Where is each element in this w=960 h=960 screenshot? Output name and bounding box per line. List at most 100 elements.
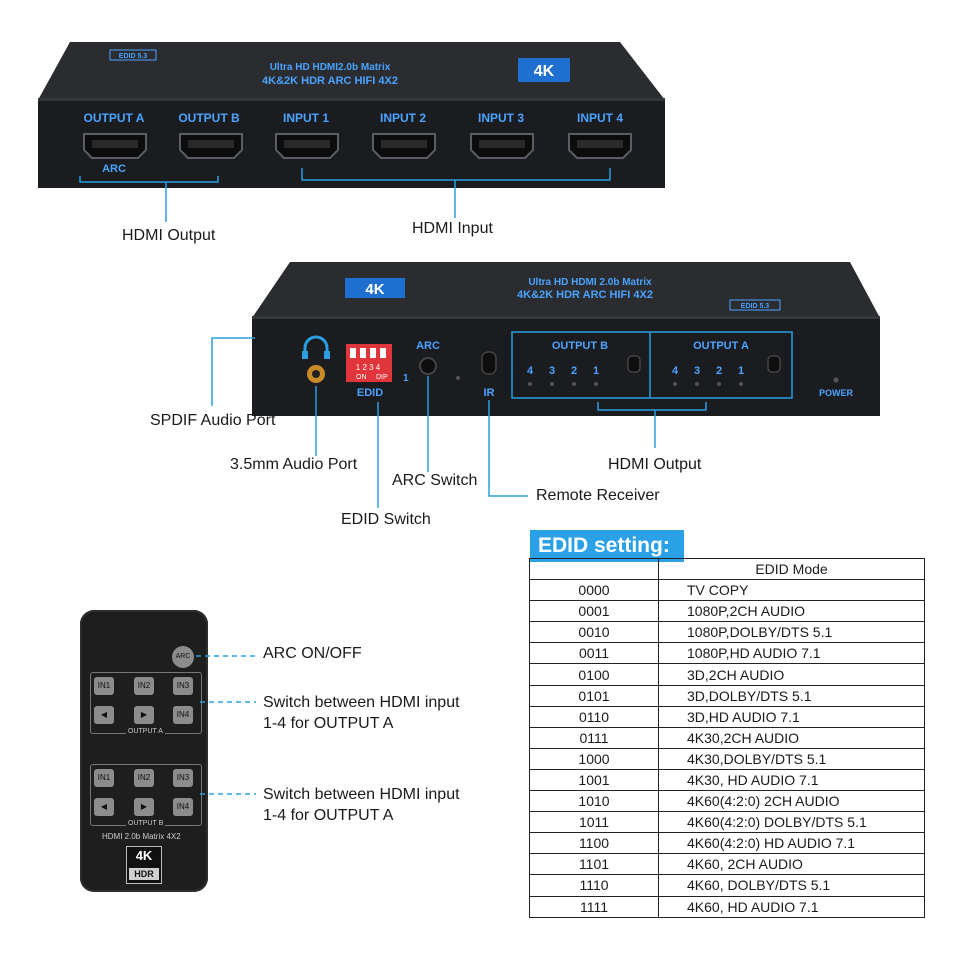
led-b-4: 4: [527, 365, 534, 377]
edid-setting-title: EDID setting:: [530, 530, 684, 562]
edid-code: 1010: [529, 790, 659, 813]
edid-mode: 3D,2CH AUDIO: [658, 663, 925, 686]
edid-mode: 4K30,DOLBY/DTS 5.1: [658, 747, 925, 770]
led-a-3: 3: [694, 365, 700, 377]
headphone-icon: [302, 335, 330, 359]
led-a-1: 1: [738, 365, 744, 377]
remote-b-prev[interactable]: ◀: [94, 798, 114, 816]
remote-b-in1[interactable]: IN1: [94, 769, 114, 787]
edid-label: EDID: [357, 387, 383, 399]
label-switch-b-line2: 1-4 for OUTPUT A: [263, 807, 394, 824]
triangle-right-icon: ▶: [140, 802, 148, 811]
edid-mode: TV COPY: [658, 579, 925, 602]
edid-mode: 4K60(4:2:0) 2CH AUDIO: [658, 790, 925, 813]
label-switch-b-line1: Switch between HDMI input: [263, 786, 460, 803]
top-device-lid: [38, 42, 665, 100]
port-label-output-b: OUTPUT B: [178, 111, 240, 125]
edid-code: 1111: [529, 895, 659, 918]
remote-a-in4[interactable]: IN4: [173, 706, 193, 724]
top-brand-line1: Ultra HD HDMI2.0b Matrix: [270, 62, 391, 73]
edid-code: 0101: [529, 684, 659, 707]
remote-b-in2[interactable]: IN2: [134, 769, 154, 787]
arc-label: ARC: [102, 163, 126, 175]
dip-numbers: 1 2 3 4: [356, 363, 381, 372]
bottom-device: 4K Ultra HD HDMI 2.0b Matrix 4K&2K HDR A…: [211, 262, 880, 508]
edid-code: 0001: [529, 600, 659, 623]
remote-caption-b: OUTPUT B: [126, 820, 166, 827]
label-switch-a-line1: Switch between HDMI input: [263, 694, 460, 711]
remote-b-in3[interactable]: IN3: [173, 769, 193, 787]
remote-control: ARC IN1 IN2 IN3 ◀ ▶ IN4 OUTPUT A IN1 IN2…: [80, 610, 208, 892]
dip-on: ON: [356, 374, 367, 381]
callout-spdif: [211, 337, 255, 406]
label-switch-a: Switch between HDMI input 1-4 for OUTPUT…: [263, 692, 460, 734]
edid-code: 0000: [529, 579, 659, 602]
remote-a-in2[interactable]: IN2: [134, 677, 154, 695]
ir-receiver: [481, 351, 497, 375]
edid-code: 0011: [529, 642, 659, 665]
output-a-switch-button[interactable]: [767, 355, 781, 373]
top-edid-badge: EDID 5.3: [119, 53, 148, 60]
remote-logo-top: 4K: [135, 848, 153, 863]
triangle-left-icon: ◀: [100, 710, 108, 719]
bottom-edid-badge: EDID 5.3: [741, 303, 770, 310]
triangle-left-icon: ◀: [100, 802, 108, 811]
led-b-1: 1: [593, 365, 599, 377]
edid-code: 1011: [529, 811, 659, 834]
remote-a-in1[interactable]: IN1: [94, 677, 114, 695]
edid-code: 1110: [529, 874, 659, 897]
edid-mode: 4K60, HD AUDIO 7.1: [658, 895, 925, 918]
remote-b-next[interactable]: ▶: [134, 798, 154, 816]
bottom-brand-line1: Ultra HD HDMI 2.0b Matrix: [528, 277, 652, 288]
arc-button[interactable]: [419, 357, 437, 375]
label-audio-3-5mm: 3.5mm Audio Port: [230, 456, 358, 473]
label-remote-receiver: Remote Receiver: [536, 487, 660, 504]
label-hdmi-input: HDMI Input: [412, 220, 493, 237]
remote-model: HDMI 2.0b Matrix 4X2: [102, 832, 181, 841]
label-hdmi-output-bottom: HDMI Output: [608, 456, 702, 473]
top-logo-text: 4K: [534, 63, 555, 80]
output-panel: [511, 331, 793, 399]
power-label: POWER: [819, 388, 854, 398]
bracket-hdmi-input: [301, 168, 611, 181]
led-b-2: 2: [571, 365, 577, 377]
edid-code: 0010: [529, 621, 659, 644]
bottom-logo-badge: [345, 278, 405, 298]
edid-code: 0100: [529, 663, 659, 686]
edid-code: 0111: [529, 726, 659, 749]
output-b-switch-button[interactable]: [627, 355, 641, 373]
remote-a-prev[interactable]: ◀: [94, 706, 114, 724]
label-spdif: SPDIF Audio Port: [150, 412, 276, 429]
output-b-label: OUTPUT B: [552, 340, 608, 352]
edid-mode: 3D,HD AUDIO 7.1: [658, 705, 925, 728]
remote-b-in4[interactable]: IN4: [173, 798, 193, 816]
edid-mode: 4K60, 2CH AUDIO: [658, 853, 925, 876]
led-b-3: 3: [549, 365, 555, 377]
remote-arc-button[interactable]: ARC: [172, 646, 194, 668]
edid-mode: 4K60(4:2:0) DOLBY/DTS 5.1: [658, 811, 925, 834]
remote-a-in3[interactable]: IN3: [173, 677, 193, 695]
edid-mode: 1080P,HD AUDIO 7.1: [658, 642, 925, 665]
bottom-brand-line2: 4K&2K HDR ARC HIFI 4X2: [517, 289, 653, 301]
edid-code: 1001: [529, 768, 659, 792]
remote-logo-bottom: HDR: [129, 868, 159, 880]
remote-caption-a: OUTPUT A: [126, 728, 165, 735]
port-label-input-3: INPUT 3: [478, 111, 524, 125]
bracket-hdmi-output-bottom: [597, 402, 707, 411]
label-hdmi-output-top: HDMI Output: [122, 227, 216, 244]
arc-button-label: ARC: [416, 340, 440, 352]
remote-a-next[interactable]: ▶: [134, 706, 154, 724]
